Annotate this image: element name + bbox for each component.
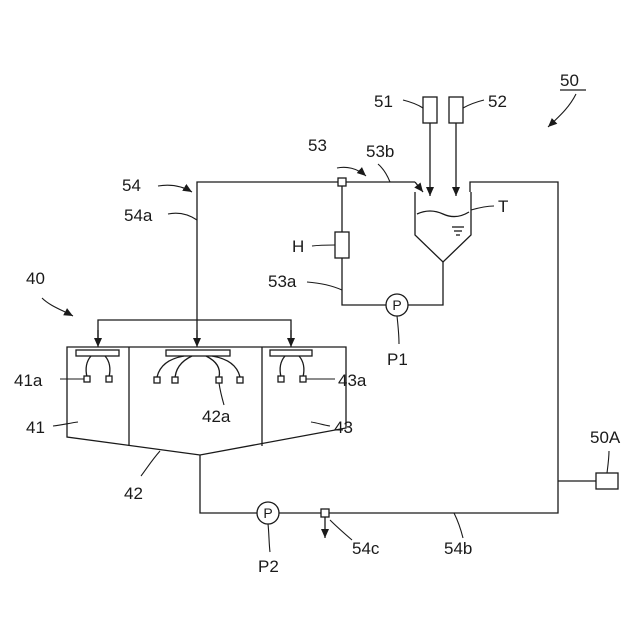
label-41: 41 [26, 418, 45, 437]
label-54a: 54a [124, 206, 153, 225]
label-h: H [292, 237, 304, 256]
distribution-header [98, 320, 291, 341]
label-40: 40 [26, 269, 45, 288]
nozzle-arms-41 [86, 356, 110, 377]
junction-54c [321, 509, 329, 517]
label-54c: 54c [352, 539, 380, 558]
leader-53a [307, 282, 342, 290]
leader-51 [403, 100, 423, 108]
leader-50a [607, 451, 609, 473]
nozzle-43a-right [300, 376, 306, 382]
pointer-40 [42, 298, 73, 316]
leader-42 [141, 451, 160, 476]
nozzle-bar-41 [76, 350, 119, 356]
label-43: 43 [334, 418, 353, 437]
leader-43 [311, 422, 330, 426]
tank-liquid-surface [417, 211, 469, 217]
pump-p1-symbol: P [392, 297, 401, 313]
leader-41 [53, 422, 78, 426]
leader-52 [463, 100, 484, 108]
nozzle-42a-2 [172, 377, 178, 383]
heater-box [335, 232, 349, 258]
label-54b: 54b [444, 539, 472, 558]
leader-53b [378, 164, 390, 182]
nozzle-bar-42 [166, 350, 230, 356]
nozzle-arms-42 [157, 356, 240, 380]
label-53a: 53a [268, 272, 297, 291]
label-42: 42 [124, 484, 143, 503]
pump-p2-symbol: P [263, 505, 272, 521]
junction-53 [338, 178, 346, 186]
label-50: 50 [560, 71, 579, 90]
nozzle-bar-43 [270, 350, 312, 356]
label-41a: 41a [14, 371, 43, 390]
label-p2: P2 [258, 557, 279, 576]
nozzle-41a-right [106, 376, 112, 382]
leader-p2 [268, 524, 270, 552]
label-42a: 42a [202, 407, 231, 426]
label-53: 53 [308, 136, 327, 155]
label-p1: P1 [387, 350, 408, 369]
label-52: 52 [488, 92, 507, 111]
leader-t [471, 206, 494, 210]
leader-42a [219, 383, 224, 405]
nozzle-43a-left [278, 376, 284, 382]
controller-box [596, 473, 618, 489]
pointer-53 [337, 167, 366, 176]
nozzle-42a-1 [154, 377, 160, 383]
nozzle-42a-3 [216, 377, 222, 383]
label-53b: 53b [366, 142, 394, 161]
vessel-51 [423, 97, 437, 123]
line-54-top [197, 182, 415, 340]
label-43a: 43a [338, 371, 367, 390]
label-t: T [498, 197, 508, 216]
nozzle-41a-left [84, 376, 90, 382]
arrow-53b-to-tank [415, 182, 423, 192]
pointer-54 [158, 185, 192, 192]
nozzle-42a-4 [237, 377, 243, 383]
leader-h [312, 245, 335, 246]
leader-p1 [397, 316, 399, 344]
nozzle-arms-43 [280, 356, 304, 377]
label-54: 54 [122, 176, 141, 195]
vessel-52 [449, 97, 463, 123]
label-50a: 50A [590, 428, 621, 447]
pointer-50 [548, 94, 576, 127]
leader-54a [168, 213, 197, 220]
label-51: 51 [374, 92, 393, 111]
leader-54b [454, 513, 463, 538]
leader-54c [330, 520, 352, 540]
line-53-to-pump [408, 262, 443, 305]
